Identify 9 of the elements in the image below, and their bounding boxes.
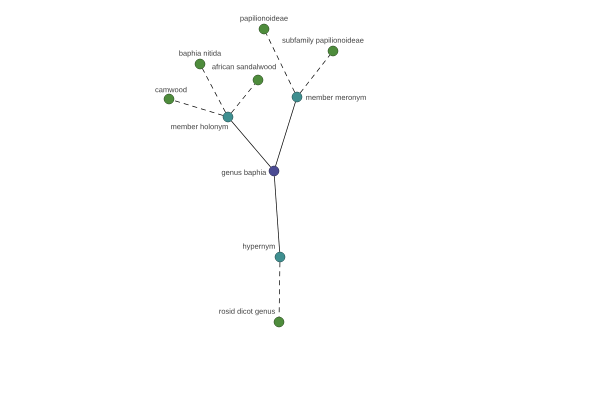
connector-line xyxy=(278,262,280,318)
connector-line xyxy=(266,33,296,93)
connector-line xyxy=(230,84,256,114)
connector-line xyxy=(174,100,224,116)
connector-line xyxy=(300,54,330,94)
connector-line xyxy=(274,176,280,252)
connector-line xyxy=(202,68,226,113)
connector-line xyxy=(275,102,296,166)
connector-line xyxy=(231,120,271,168)
